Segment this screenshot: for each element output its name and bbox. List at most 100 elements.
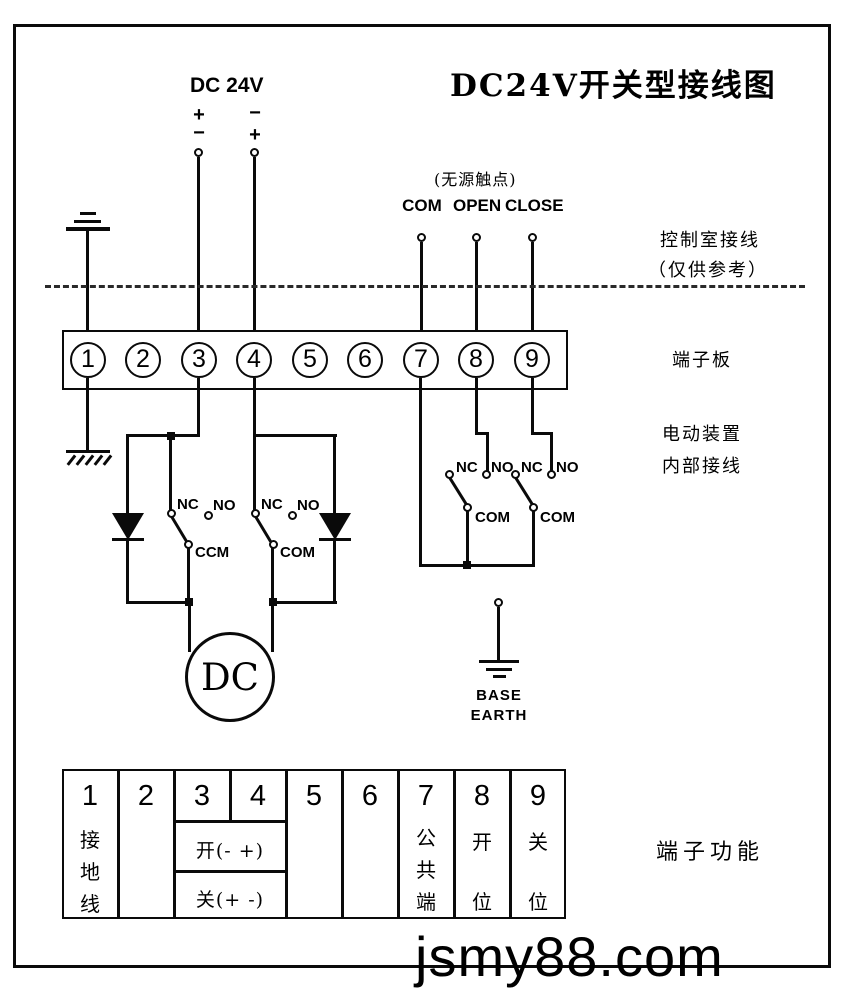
power-supply-label: DC 24V: [190, 74, 264, 97]
base-earth-ground-icon: [479, 660, 519, 663]
wire: [187, 548, 190, 604]
terminal-2: 2: [125, 342, 161, 378]
wire: [253, 434, 337, 437]
table-header-8: 8: [473, 780, 491, 812]
dc-motor: DC: [185, 632, 275, 722]
nc-contact-label: NC: [521, 459, 543, 476]
wire: [271, 548, 274, 604]
no-contact: [288, 511, 297, 520]
wire: [550, 432, 553, 471]
diagram-title: DC24V开关型接线图: [450, 68, 777, 104]
wire: [271, 602, 274, 652]
no-contact: [204, 511, 213, 520]
table-line: [285, 771, 288, 917]
wire: [333, 541, 336, 604]
base-earth-label: BASE: [476, 687, 522, 704]
table-cell-ground: 接: [80, 828, 100, 852]
com-contact-label: COM: [540, 509, 575, 526]
terminal-8: 8: [458, 342, 494, 378]
earth-symbol-icon: [80, 212, 96, 215]
terminal-function-note: 端子功能: [656, 840, 765, 865]
table-header-2: 2: [137, 780, 155, 812]
diagram-border: [13, 24, 831, 968]
close-terminal-node: [528, 233, 537, 242]
table-cell-common: 公: [416, 826, 436, 850]
wire: [188, 602, 191, 652]
chassis-ground-icon: [66, 450, 110, 453]
internal-wiring-note: 电动装置: [662, 424, 742, 445]
wire: [271, 601, 337, 604]
no-contact-label: NO: [556, 459, 579, 476]
terminal-5: 5: [292, 342, 328, 378]
table-header-3: 3: [193, 780, 211, 812]
terminal-board-note: 端子板: [672, 350, 732, 371]
wire: [475, 378, 478, 435]
diode-icon: [112, 538, 144, 541]
com-terminal-node: [417, 233, 426, 242]
wire: [531, 432, 553, 435]
table-cell-close-pos: 位: [528, 890, 548, 914]
function-table: [62, 769, 566, 919]
wire: [475, 432, 489, 435]
table-line: [509, 771, 512, 917]
no-contact: [547, 470, 556, 479]
wire: [419, 378, 422, 567]
table-header-5: 5: [305, 780, 323, 812]
junction-dot: [167, 432, 175, 440]
table-line: [173, 870, 287, 873]
table-line: [453, 771, 456, 917]
table-header-4: 4: [249, 780, 267, 812]
wire: [126, 601, 191, 604]
polarity-a-bottom: −: [193, 122, 205, 144]
wire: [486, 432, 489, 471]
terminal-6: 6: [347, 342, 383, 378]
dry-contact-note: (无源触点): [434, 170, 517, 189]
no-contact-label: NO: [297, 497, 320, 514]
base-earth-ground-icon: [486, 668, 512, 671]
wire: [126, 434, 200, 437]
base-earth-ground-icon: [493, 675, 506, 678]
table-cell-common: 端: [416, 890, 436, 914]
table-header-7: 7: [417, 780, 435, 812]
power-terminal-node: [250, 148, 259, 157]
com-label: COM: [402, 196, 442, 215]
table-header-6: 6: [361, 780, 379, 812]
open-label: OPEN: [453, 196, 502, 215]
com-contact-label: COM: [475, 509, 510, 526]
table-cell-open: 开(- +): [195, 840, 265, 862]
earth-symbol-icon: [66, 227, 110, 231]
table-line: [173, 771, 176, 917]
com-contact-label: CCM: [195, 544, 230, 561]
wire: [253, 378, 256, 437]
motor-label: DC: [201, 655, 259, 699]
control-room-note: （仅供参考）: [648, 260, 768, 281]
watermark: jsmy88.com: [415, 925, 724, 988]
control-room-note: 控制室接线: [660, 230, 760, 251]
diode-icon: [319, 513, 351, 540]
wire: [169, 437, 172, 510]
wire: [419, 564, 535, 567]
table-cell-open-pos: 位: [472, 890, 492, 914]
wire: [253, 157, 256, 344]
wire: [126, 437, 129, 514]
polarity-b-bottom: +: [249, 124, 261, 146]
wire: [531, 378, 534, 435]
diode-icon: [112, 513, 144, 540]
table-cell-ground: 地: [80, 860, 100, 884]
wire: [497, 607, 500, 662]
nc-contact-label: NC: [177, 496, 199, 513]
earth-symbol-icon: [74, 220, 101, 223]
nc-contact-label: NC: [456, 459, 478, 476]
nc-contact-label: NC: [261, 496, 283, 513]
diode-icon: [319, 538, 351, 541]
table-cell-ground: 线: [80, 892, 100, 916]
wire: [86, 378, 89, 452]
table-line: [397, 771, 400, 917]
table-line: [229, 771, 232, 822]
no-contact-label: NO: [213, 497, 236, 514]
polarity-a-top: +: [193, 104, 205, 126]
terminal-1: 1: [70, 342, 106, 378]
table-cell-open-pos: 开: [472, 830, 492, 854]
wire: [466, 511, 469, 566]
